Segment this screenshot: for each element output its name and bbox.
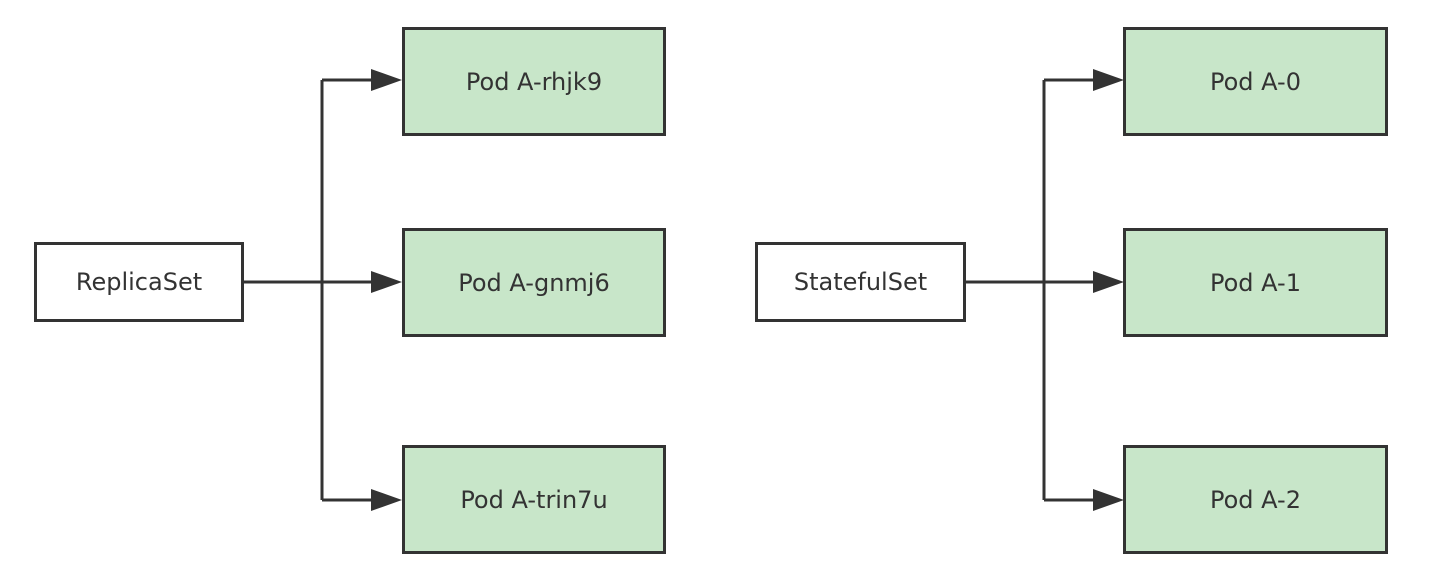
pod-a-trin7u-node: Pod A-trin7u (402, 445, 666, 554)
pod-a-2-node: Pod A-2 (1123, 445, 1388, 554)
pod-a-0-node: Pod A-0 (1123, 27, 1388, 136)
arrow-to-pod-a-rhjk9 (322, 69, 402, 91)
arrow-to-pod-a-2 (1044, 489, 1124, 511)
pod-a-1-label: Pod A-1 (1210, 268, 1301, 297)
pod-a-2-label: Pod A-2 (1210, 485, 1301, 514)
replicaset-label: ReplicaSet (75, 268, 203, 296)
arrow-to-pod-a-trin7u (322, 489, 402, 511)
pod-a-0-label: Pod A-0 (1210, 67, 1301, 96)
pod-a-rhjk9-label: Pod A-rhjk9 (465, 67, 603, 96)
statefulset-connectors (965, 69, 1124, 511)
pod-a-rhjk9-node: Pod A-rhjk9 (402, 27, 666, 136)
pod-a-trin7u-label: Pod A-trin7u (460, 485, 608, 514)
replicaset-node: ReplicaSet (34, 242, 244, 322)
pod-a-gnmj6-label: Pod A-gnmj6 (458, 268, 610, 297)
statefulset-label: StatefulSet (793, 268, 928, 296)
pod-a-1-node: Pod A-1 (1123, 228, 1388, 337)
replicaset-connectors (243, 69, 402, 511)
arrow-to-pod-a-1 (1044, 271, 1124, 293)
arrow-to-pod-a-gnmj6 (322, 271, 402, 293)
arrow-to-pod-a-0 (1044, 69, 1124, 91)
statefulset-node: StatefulSet (755, 242, 966, 322)
pod-a-gnmj6-node: Pod A-gnmj6 (402, 228, 666, 337)
